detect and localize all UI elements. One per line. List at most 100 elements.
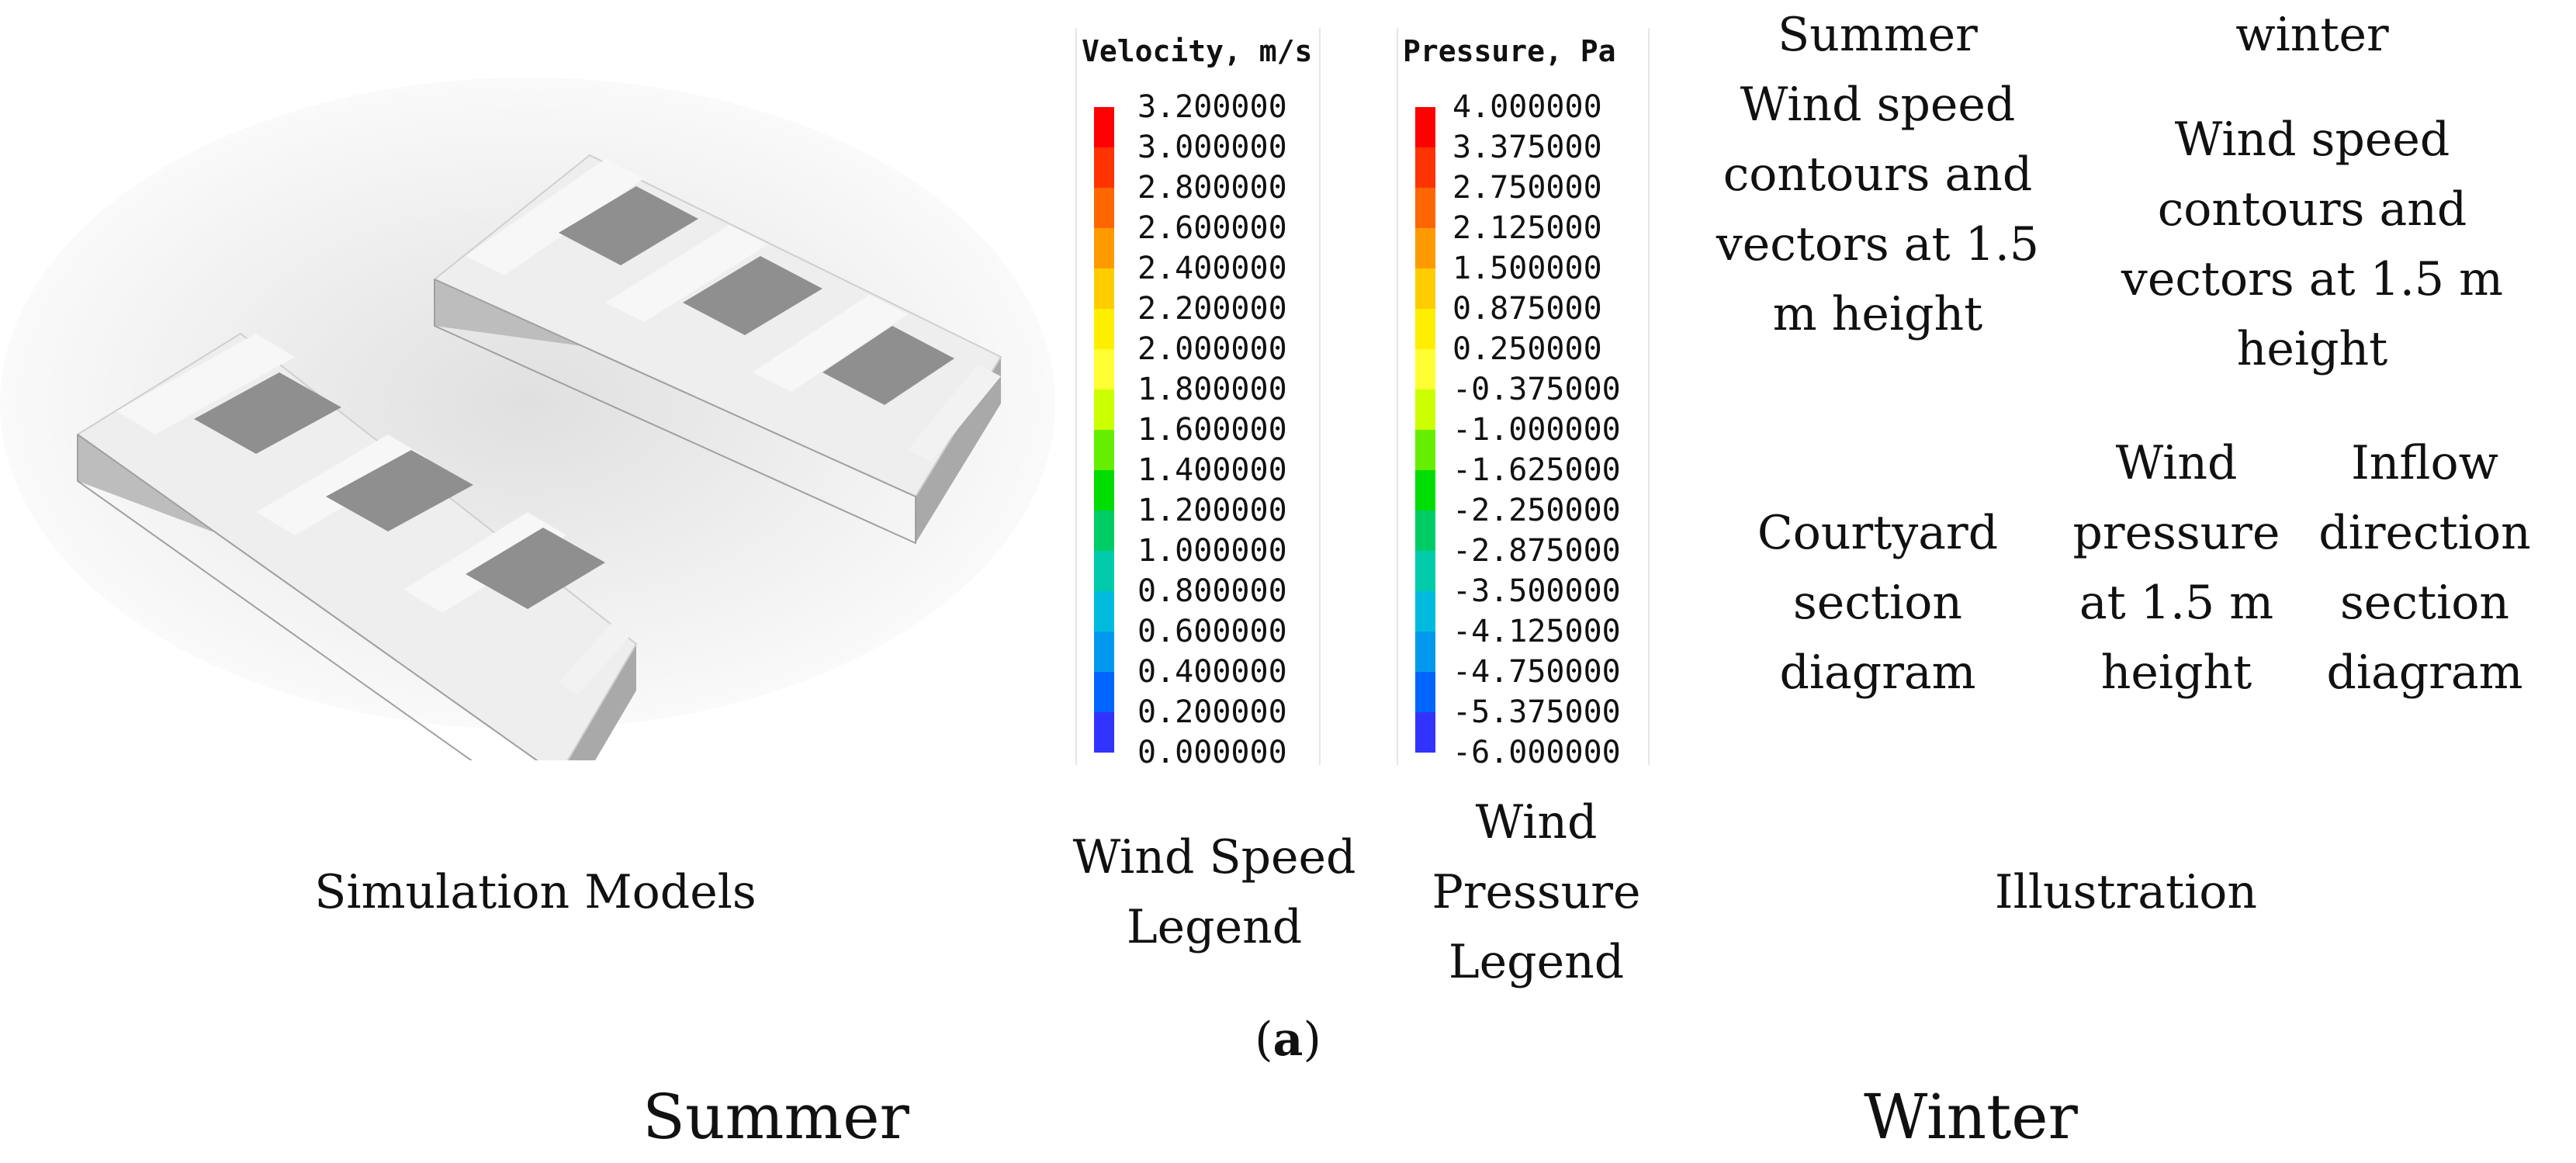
pressure-legend-swatch [1415, 470, 1435, 511]
pressure-legend-row: 0.250000 [1398, 329, 1648, 389]
velocity-legend-row: 1.000000 [1077, 531, 1319, 591]
velocity-legend-value: 1.800000 [1137, 372, 1287, 407]
simulation-model-image [0, 0, 1055, 824]
pressure-legend-swatch [1415, 349, 1435, 389]
velocity-legend-row: 3.000000 [1077, 127, 1319, 188]
velocity-legend-value: 2.600000 [1137, 210, 1287, 246]
pressure-legend-value: 2.125000 [1452, 210, 1602, 246]
velocity-legend-swatch [1094, 672, 1114, 712]
velocity-legend-value: 1.400000 [1137, 452, 1287, 488]
velocity-legend-value: 3.000000 [1137, 130, 1287, 165]
panel-label-close: ) [1303, 1012, 1321, 1067]
panel-label-open: ( [1255, 1012, 1273, 1067]
velocity-legend-value: 1.600000 [1137, 412, 1287, 448]
panel-label-letter: a [1272, 1012, 1304, 1067]
wind-pressure-label: Wind pressure at 1.5 m height [2072, 436, 2280, 700]
pressure-legend-row: -3.500000 [1398, 571, 1648, 632]
velocity-legend-swatch [1094, 309, 1114, 349]
pressure-legend-row: -1.625000 [1398, 450, 1648, 511]
building-models-illustration [0, 78, 1055, 824]
pressure-legend-swatch [1415, 188, 1435, 228]
velocity-legend-swatch [1094, 228, 1114, 268]
velocity-legend-row: 0.800000 [1077, 571, 1319, 632]
velocity-legend-value: 0.000000 [1137, 735, 1287, 770]
velocity-legend-swatch [1094, 591, 1114, 632]
pressure-legend-swatch [1415, 107, 1435, 147]
pressure-legend-row: -2.250000 [1398, 490, 1648, 551]
pressure-legend-row: -2.875000 [1398, 531, 1648, 591]
velocity-legend: Velocity, m/s 3.200000 3.000000 2.800000 2.… [1075, 28, 1321, 770]
velocity-legend-value: 2.000000 [1137, 331, 1287, 367]
pressure-legend-swatch [1415, 551, 1435, 591]
velocity-legend-swatch [1094, 712, 1114, 753]
velocity-legend-row: 2.000000 [1077, 329, 1319, 389]
velocity-legend-row: 1.200000 [1077, 490, 1319, 551]
caption-illustration: Illustration [1994, 865, 2258, 919]
courtyard-section-label: Courtyard section diagram [1757, 506, 1999, 700]
pressure-legend-value: -6.000000 [1452, 735, 1621, 770]
velocity-legend-value: 3.200000 [1137, 89, 1287, 125]
pressure-legend-row: 3.375000 [1398, 127, 1648, 188]
pressure-legend-row: -1.000000 [1398, 410, 1648, 470]
velocity-legend-value: 2.400000 [1137, 251, 1287, 286]
velocity-legend-row: 0.200000 [1077, 692, 1319, 753]
pressure-legend-value: 0.875000 [1452, 291, 1602, 327]
velocity-legend-swatch [1094, 268, 1114, 309]
pressure-legend-row: -4.125000 [1398, 611, 1648, 672]
pressure-legend-value: -1.625000 [1452, 452, 1621, 488]
pressure-legend-value: -4.750000 [1452, 654, 1621, 690]
pressure-legend-value: 1.500000 [1452, 251, 1602, 286]
velocity-legend-row: 0.600000 [1077, 611, 1319, 672]
pressure-legend-swatch [1415, 430, 1435, 470]
velocity-legend-row: 3.200000 [1077, 87, 1319, 147]
velocity-legend-swatch [1094, 107, 1114, 147]
pressure-legend-row: -6.000000 [1398, 732, 1648, 773]
velocity-legend-row: 1.800000 [1077, 369, 1319, 430]
pressure-legend-row: 2.125000 [1398, 208, 1648, 268]
caption-wind-speed-legend: Wind Speed Legend [1072, 830, 1356, 954]
velocity-legend-row: 1.400000 [1077, 450, 1319, 511]
bottom-summer-header: Summer [642, 1081, 909, 1153]
velocity-legend-swatch [1094, 632, 1114, 672]
caption-simulation-models: Simulation Models [314, 865, 757, 919]
velocity-legend-row: 2.400000 [1077, 248, 1319, 309]
pressure-legend-title: Pressure, Pa [1403, 34, 1616, 68]
velocity-legend-swatch [1094, 188, 1114, 228]
velocity-legend-swatch [1094, 349, 1114, 389]
pressure-legend-swatch [1415, 511, 1435, 551]
bottom-winter-header: Winter [1864, 1081, 2078, 1153]
pressure-legend-row: -4.750000 [1398, 652, 1648, 712]
velocity-legend-swatch [1094, 511, 1114, 551]
velocity-legend-value: 2.800000 [1137, 170, 1287, 206]
velocity-legend-row: 0.400000 [1077, 652, 1319, 712]
pressure-legend-row: -5.375000 [1398, 692, 1648, 753]
velocity-legend-value: 0.800000 [1137, 573, 1287, 609]
pressure-legend-value: -1.000000 [1452, 412, 1621, 448]
velocity-legend-value: 0.200000 [1137, 694, 1287, 730]
pressure-legend-row: 0.875000 [1398, 289, 1648, 349]
velocity-legend-scale: 3.200000 3.000000 2.800000 2.600000 2.400000… [1077, 87, 1319, 773]
panel-label: (a) [1210, 1005, 1366, 1075]
velocity-legend-row: 2.200000 [1077, 289, 1319, 349]
pressure-legend-value: 2.750000 [1452, 170, 1602, 206]
velocity-legend-swatch [1094, 470, 1114, 511]
velocity-legend-value: 0.400000 [1137, 654, 1287, 690]
pressure-legend-swatch [1415, 591, 1435, 632]
velocity-legend-swatch [1094, 147, 1114, 188]
velocity-legend-row: 2.800000 [1077, 168, 1319, 228]
pressure-legend-value: -4.125000 [1452, 614, 1621, 649]
caption-wind-pressure-legend: Wind Pressure Legend [1432, 795, 1641, 989]
summer-wind-speed-description: Wind speed contours and vectors at 1.5 m… [1716, 78, 2040, 341]
pressure-legend-swatch [1415, 268, 1435, 309]
pressure-legend-swatch [1415, 712, 1435, 753]
velocity-legend-swatch [1094, 430, 1114, 470]
pressure-legend-swatch [1415, 632, 1435, 672]
velocity-legend-value: 1.200000 [1137, 493, 1287, 528]
pressure-legend-row: 2.750000 [1398, 168, 1648, 228]
pressure-legend-value: -2.875000 [1452, 533, 1621, 569]
velocity-legend-title: Velocity, m/s [1082, 34, 1313, 68]
pressure-legend-swatch [1415, 389, 1435, 430]
velocity-legend-value: 1.000000 [1137, 533, 1287, 569]
